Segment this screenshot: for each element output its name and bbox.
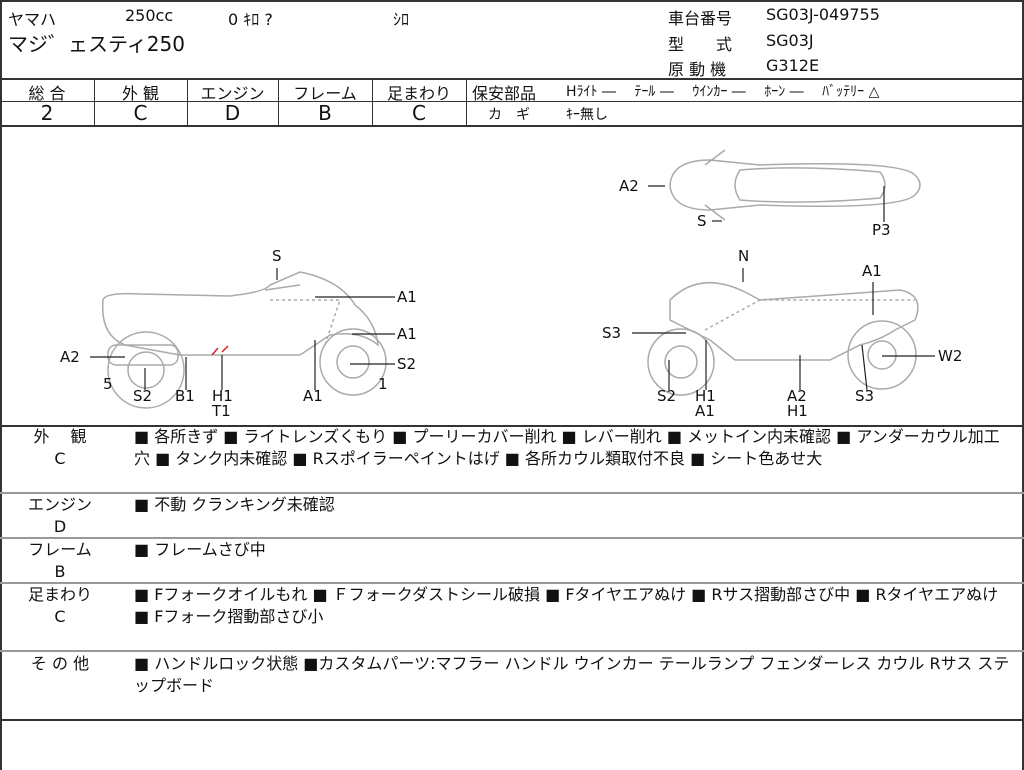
left-side-scooter <box>101 271 387 409</box>
diagram-label: S2 <box>657 387 677 405</box>
leader-lines <box>90 185 935 391</box>
divider <box>0 492 1024 494</box>
diagram-label: S2 <box>133 387 153 405</box>
key-value: ｷｰ無し <box>566 107 608 123</box>
divider <box>0 101 1024 102</box>
detail-text-other: ■ ハンドルロック状態 ■カスタムパーツ:マフラー ハンドル ウインカー テール… <box>134 654 1010 695</box>
divider <box>0 537 1024 539</box>
type-label: 型 式 <box>668 35 733 54</box>
mileage: 0 ｷﾛ ? <box>228 10 273 29</box>
diagram-label: 5 <box>103 375 113 393</box>
maker: ヤマハ <box>8 10 57 29</box>
grade-label-frame: フレーム <box>293 84 357 103</box>
detail-text-frame: ■ フレームさび中 <box>134 540 266 559</box>
diagram-label: S2 <box>397 355 417 373</box>
grades-box <box>0 78 1024 127</box>
divider <box>0 719 1024 721</box>
grade-value-exterior: C <box>133 101 148 125</box>
detail-text-suspension: ■ Fフォークオイルもれ ■ Ｆフォークダストシール破損 ■ Fタイヤエアぬけ … <box>134 585 999 626</box>
grade-label-overall: 総 合 <box>28 84 66 103</box>
diagram-label: S3 <box>855 387 875 405</box>
diagram-label: H1 <box>695 387 716 405</box>
type: SG03J <box>766 31 814 50</box>
diagram-label: A2 <box>787 387 807 405</box>
grade-value-engine: D <box>224 101 241 125</box>
damage-mark <box>211 345 229 356</box>
diagram-label: A1 <box>862 262 882 280</box>
displacement: 250cc <box>125 6 174 25</box>
detail-label-other: そ の 他 <box>30 654 90 673</box>
engine-label: 原 動 機 <box>668 60 727 79</box>
grade-value-overall: 2 <box>40 101 54 125</box>
detail-text-exterior: ■ 各所きず ■ ライトレンズくもり ■ プーリーカバー削れ ■ レバー削れ ■… <box>134 427 1000 468</box>
detail-text-engine: ■ 不動 クランキング未確認 <box>134 495 335 514</box>
diagram-label: A1 <box>695 402 715 420</box>
grade-value-suspension: C <box>412 101 426 125</box>
divider <box>187 78 188 127</box>
diagram-label: S <box>272 247 282 265</box>
diagram-label: B1 <box>175 387 195 405</box>
key-label: カ ギ <box>488 107 530 123</box>
diagram-label: P3 <box>872 221 891 239</box>
frame-no: SG03J-049755 <box>766 5 880 24</box>
diagram-label: A1 <box>303 387 323 405</box>
diagram-label: A1 <box>397 325 417 343</box>
divider <box>278 78 279 127</box>
color: ｼﾛ <box>393 10 410 29</box>
diagram-label: W2 <box>938 347 963 365</box>
diagram-label: H1 <box>787 402 808 420</box>
diagram-label: N <box>738 247 750 265</box>
diagram-label: A1 <box>397 288 417 306</box>
grade-value-frame: B <box>318 101 332 125</box>
grade-label-exterior: 外 観 <box>121 84 160 103</box>
diagram-label: A2 <box>619 177 639 195</box>
divider <box>0 650 1024 652</box>
diagram-label: T1 <box>212 402 231 420</box>
safety-items: Hﾗｲﾄ ― ﾃｰﾙ ― ｳｲﾝｶｰ ― ﾎｰﾝ ― ﾊﾞｯﾃﾘｰ △ <box>566 84 880 100</box>
frame-no-label: 車台番号 <box>668 9 733 28</box>
grade-label-engine: エンジン <box>200 84 265 103</box>
divider <box>94 78 95 127</box>
safety-label: 保安部品 <box>472 84 537 103</box>
details-box <box>0 425 1024 770</box>
diagram-area <box>0 125 1024 427</box>
diagram-label: 1 <box>378 375 388 393</box>
right-side-scooter <box>647 281 919 396</box>
model-name: マジ゛ェスティ250 <box>8 32 185 56</box>
diagram-label: S <box>697 212 707 230</box>
divider <box>372 78 373 127</box>
diagram-label: S3 <box>602 324 622 342</box>
diagram-label: H1 <box>212 387 233 405</box>
diagram-label: A2 <box>60 348 80 366</box>
divider <box>0 582 1024 584</box>
engine-model: G312E <box>766 56 820 75</box>
top-view-scooter <box>669 149 921 221</box>
divider <box>466 78 467 127</box>
grade-label-suspension: 足まわり <box>386 84 451 103</box>
